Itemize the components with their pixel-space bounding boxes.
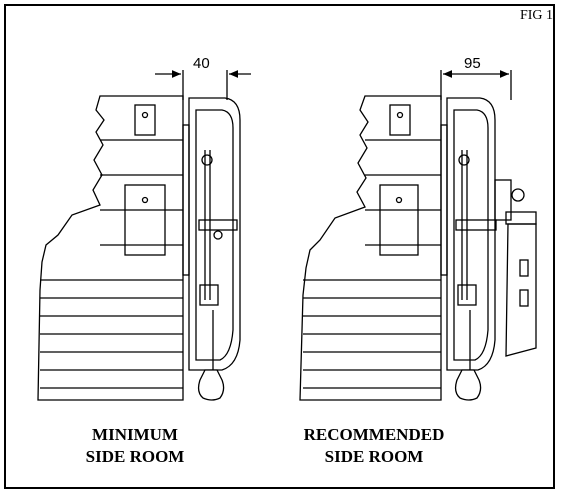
recommended-dimension-value: 95 [464,55,481,72]
left-control-housing [188,97,241,371]
left-knob [197,369,225,401]
minimum-caption: MINIMUM SIDE ROOM [40,424,230,468]
right-wall-profile [299,95,442,401]
minimum-caption-line1: MINIMUM [92,425,178,444]
right-knob [454,369,482,401]
minimum-side-room-illustration [37,70,241,401]
figure-label: FIG 1 [519,8,553,23]
minimum-dimension-value: 40 [193,55,210,72]
left-wall-profile [37,95,184,401]
recommended-caption-line1: RECOMMENDED [303,425,445,444]
recommended-side-room-illustration [299,70,537,401]
recommended-caption: RECOMMENDED SIDE ROOM [279,424,469,468]
recommended-caption-line2: SIDE ROOM [324,447,424,466]
right-control-housing [446,97,496,371]
side-bracket [505,223,537,357]
minimum-caption-line2: SIDE ROOM [85,447,185,466]
